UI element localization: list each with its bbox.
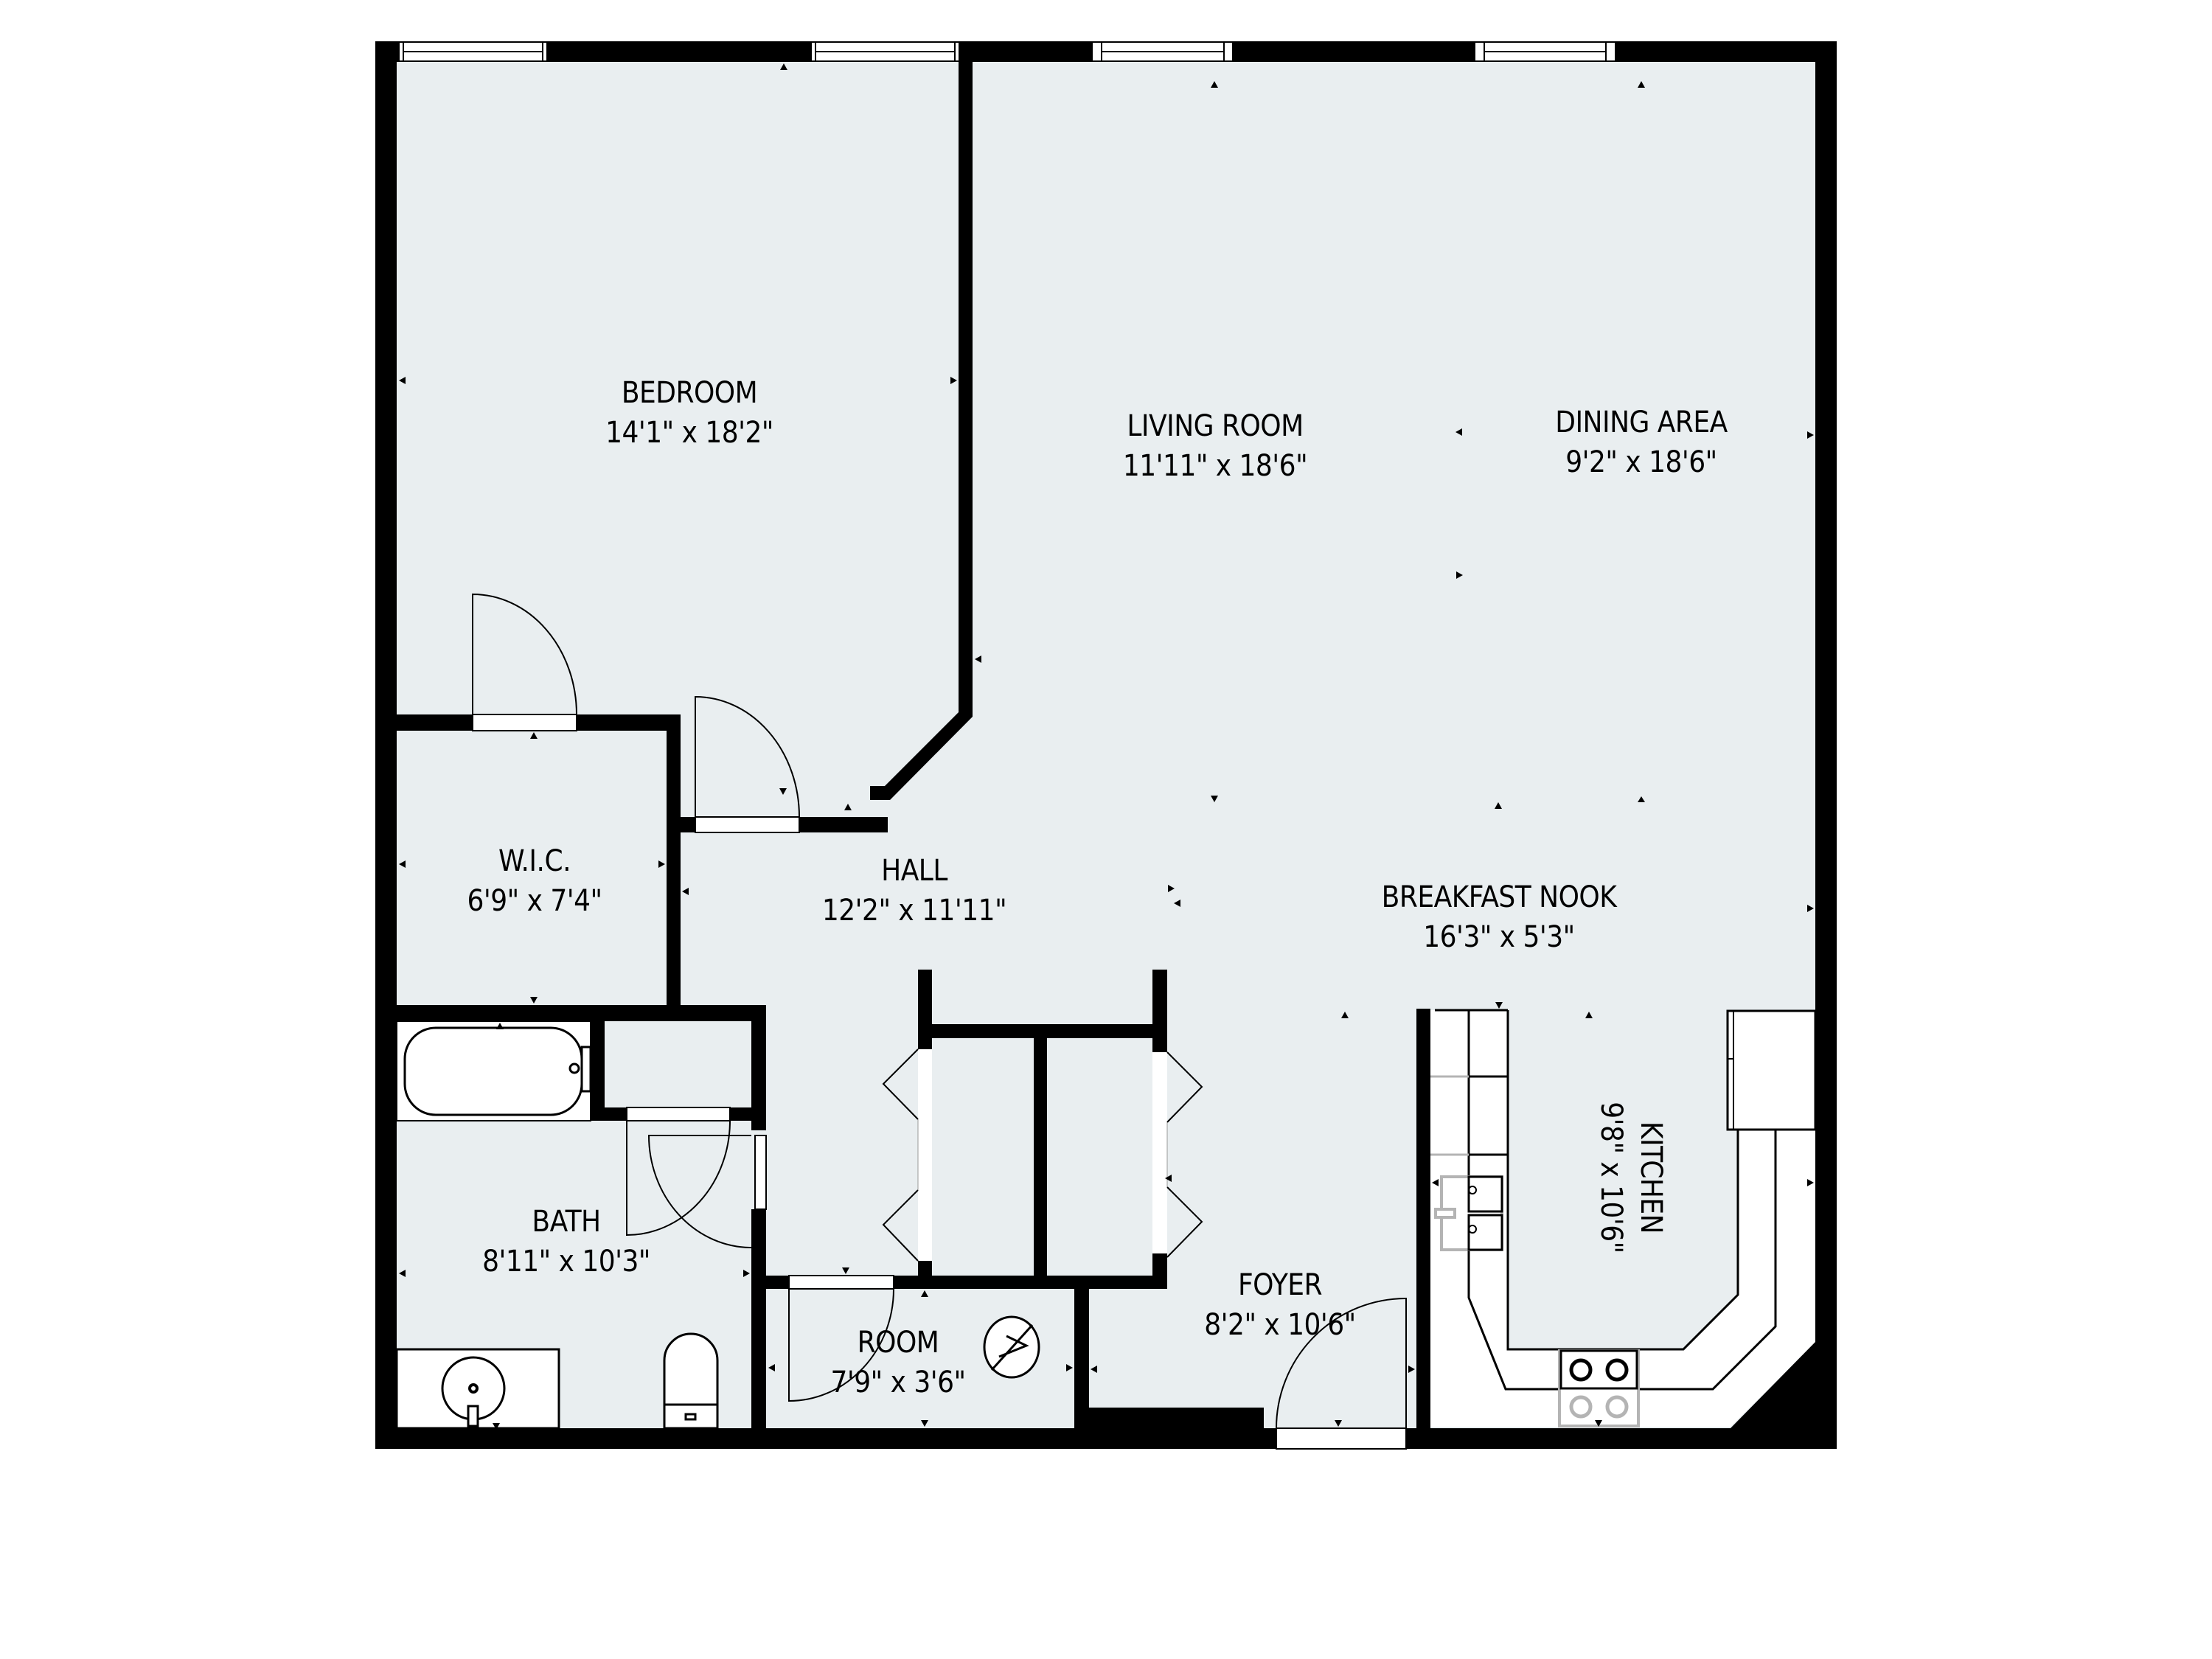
room-dimensions: 7'9" x 3'6" xyxy=(830,1366,966,1399)
bifold-closet-door-icon[interactable] xyxy=(1152,1051,1203,1258)
room-dimensions: 6'9" x 7'4" xyxy=(467,884,602,918)
room-dimensions: 9'2" x 18'6" xyxy=(1565,445,1717,479)
room-label-hall: HALL 12'2" x 11'11" xyxy=(821,851,1007,931)
room-label-dining-area: DINING AREA 9'2" x 18'6" xyxy=(1555,403,1728,482)
door-icon[interactable] xyxy=(788,1275,894,1402)
room-name: LIVING ROOM xyxy=(1127,409,1304,443)
door-icon[interactable] xyxy=(647,1135,767,1248)
room-name: BEDROOM xyxy=(621,376,758,410)
room-dimensions: 11'11" x 18'6" xyxy=(1122,449,1308,483)
room-label-kitchen: KITCHEN 9'8" x 10'6" xyxy=(1591,1102,1671,1253)
door-icon[interactable] xyxy=(695,695,800,833)
room-label-living-room: LIVING ROOM 11'11" x 18'6" xyxy=(1122,406,1308,486)
room-label-bath: BATH 8'11" x 10'3" xyxy=(482,1202,650,1281)
room-name: FOYER xyxy=(1237,1268,1323,1302)
door-icon[interactable] xyxy=(626,1107,731,1237)
electrical-panel-icon xyxy=(983,1315,1040,1379)
room-label-breakfast-nook: BREAKFAST NOOK 16'3" x 5'3" xyxy=(1382,877,1617,957)
bifold-closet-door-icon[interactable] xyxy=(882,1048,932,1262)
windows xyxy=(398,41,1616,62)
room-name: BREAKFAST NOOK xyxy=(1381,880,1617,914)
room-label-foyer: FOYER 8'2" x 10'6" xyxy=(1204,1265,1356,1345)
window-icon xyxy=(398,41,548,62)
room-name: HALL xyxy=(881,854,947,888)
doors xyxy=(472,593,1407,1450)
room-name: DINING AREA xyxy=(1555,406,1728,439)
room-label-bedroom: BEDROOM 14'1" x 18'2" xyxy=(605,373,773,453)
bathtub-icon xyxy=(403,1026,583,1116)
dimension-markers xyxy=(399,63,1814,1430)
window-icon xyxy=(1091,41,1234,62)
kitchen-fixtures xyxy=(1430,1009,1817,1427)
window-icon xyxy=(1474,41,1616,62)
kitchen-counter xyxy=(1430,1010,1815,1427)
room-dimensions: 8'2" x 10'6" xyxy=(1204,1308,1356,1342)
room-dimensions: 9'8" x 10'6" xyxy=(1594,1102,1628,1253)
entry-door-icon[interactable] xyxy=(1276,1297,1407,1450)
room-name: BATH xyxy=(532,1205,601,1239)
room-label-wic: W.I.C. 6'9" x 7'4" xyxy=(467,841,602,921)
room-dimensions: 14'1" x 18'2" xyxy=(605,416,773,450)
room-name: ROOM xyxy=(857,1326,939,1360)
floor-areas xyxy=(397,62,1815,1428)
room-dimensions: 12'2" x 11'11" xyxy=(821,894,1007,928)
room-label-utility-room: ROOM 7'9" x 3'6" xyxy=(830,1323,966,1402)
refrigerator-icon xyxy=(1726,1009,1817,1131)
room-name: KITCHEN xyxy=(1634,1121,1668,1234)
window-icon xyxy=(810,41,960,62)
door-icon[interactable] xyxy=(472,593,577,731)
room-name: W.I.C. xyxy=(498,844,571,878)
room-dimensions: 8'11" x 10'3" xyxy=(482,1245,650,1279)
bath-fixtures xyxy=(395,1020,719,1430)
room-dimensions: 16'3" x 5'3" xyxy=(1423,920,1575,954)
